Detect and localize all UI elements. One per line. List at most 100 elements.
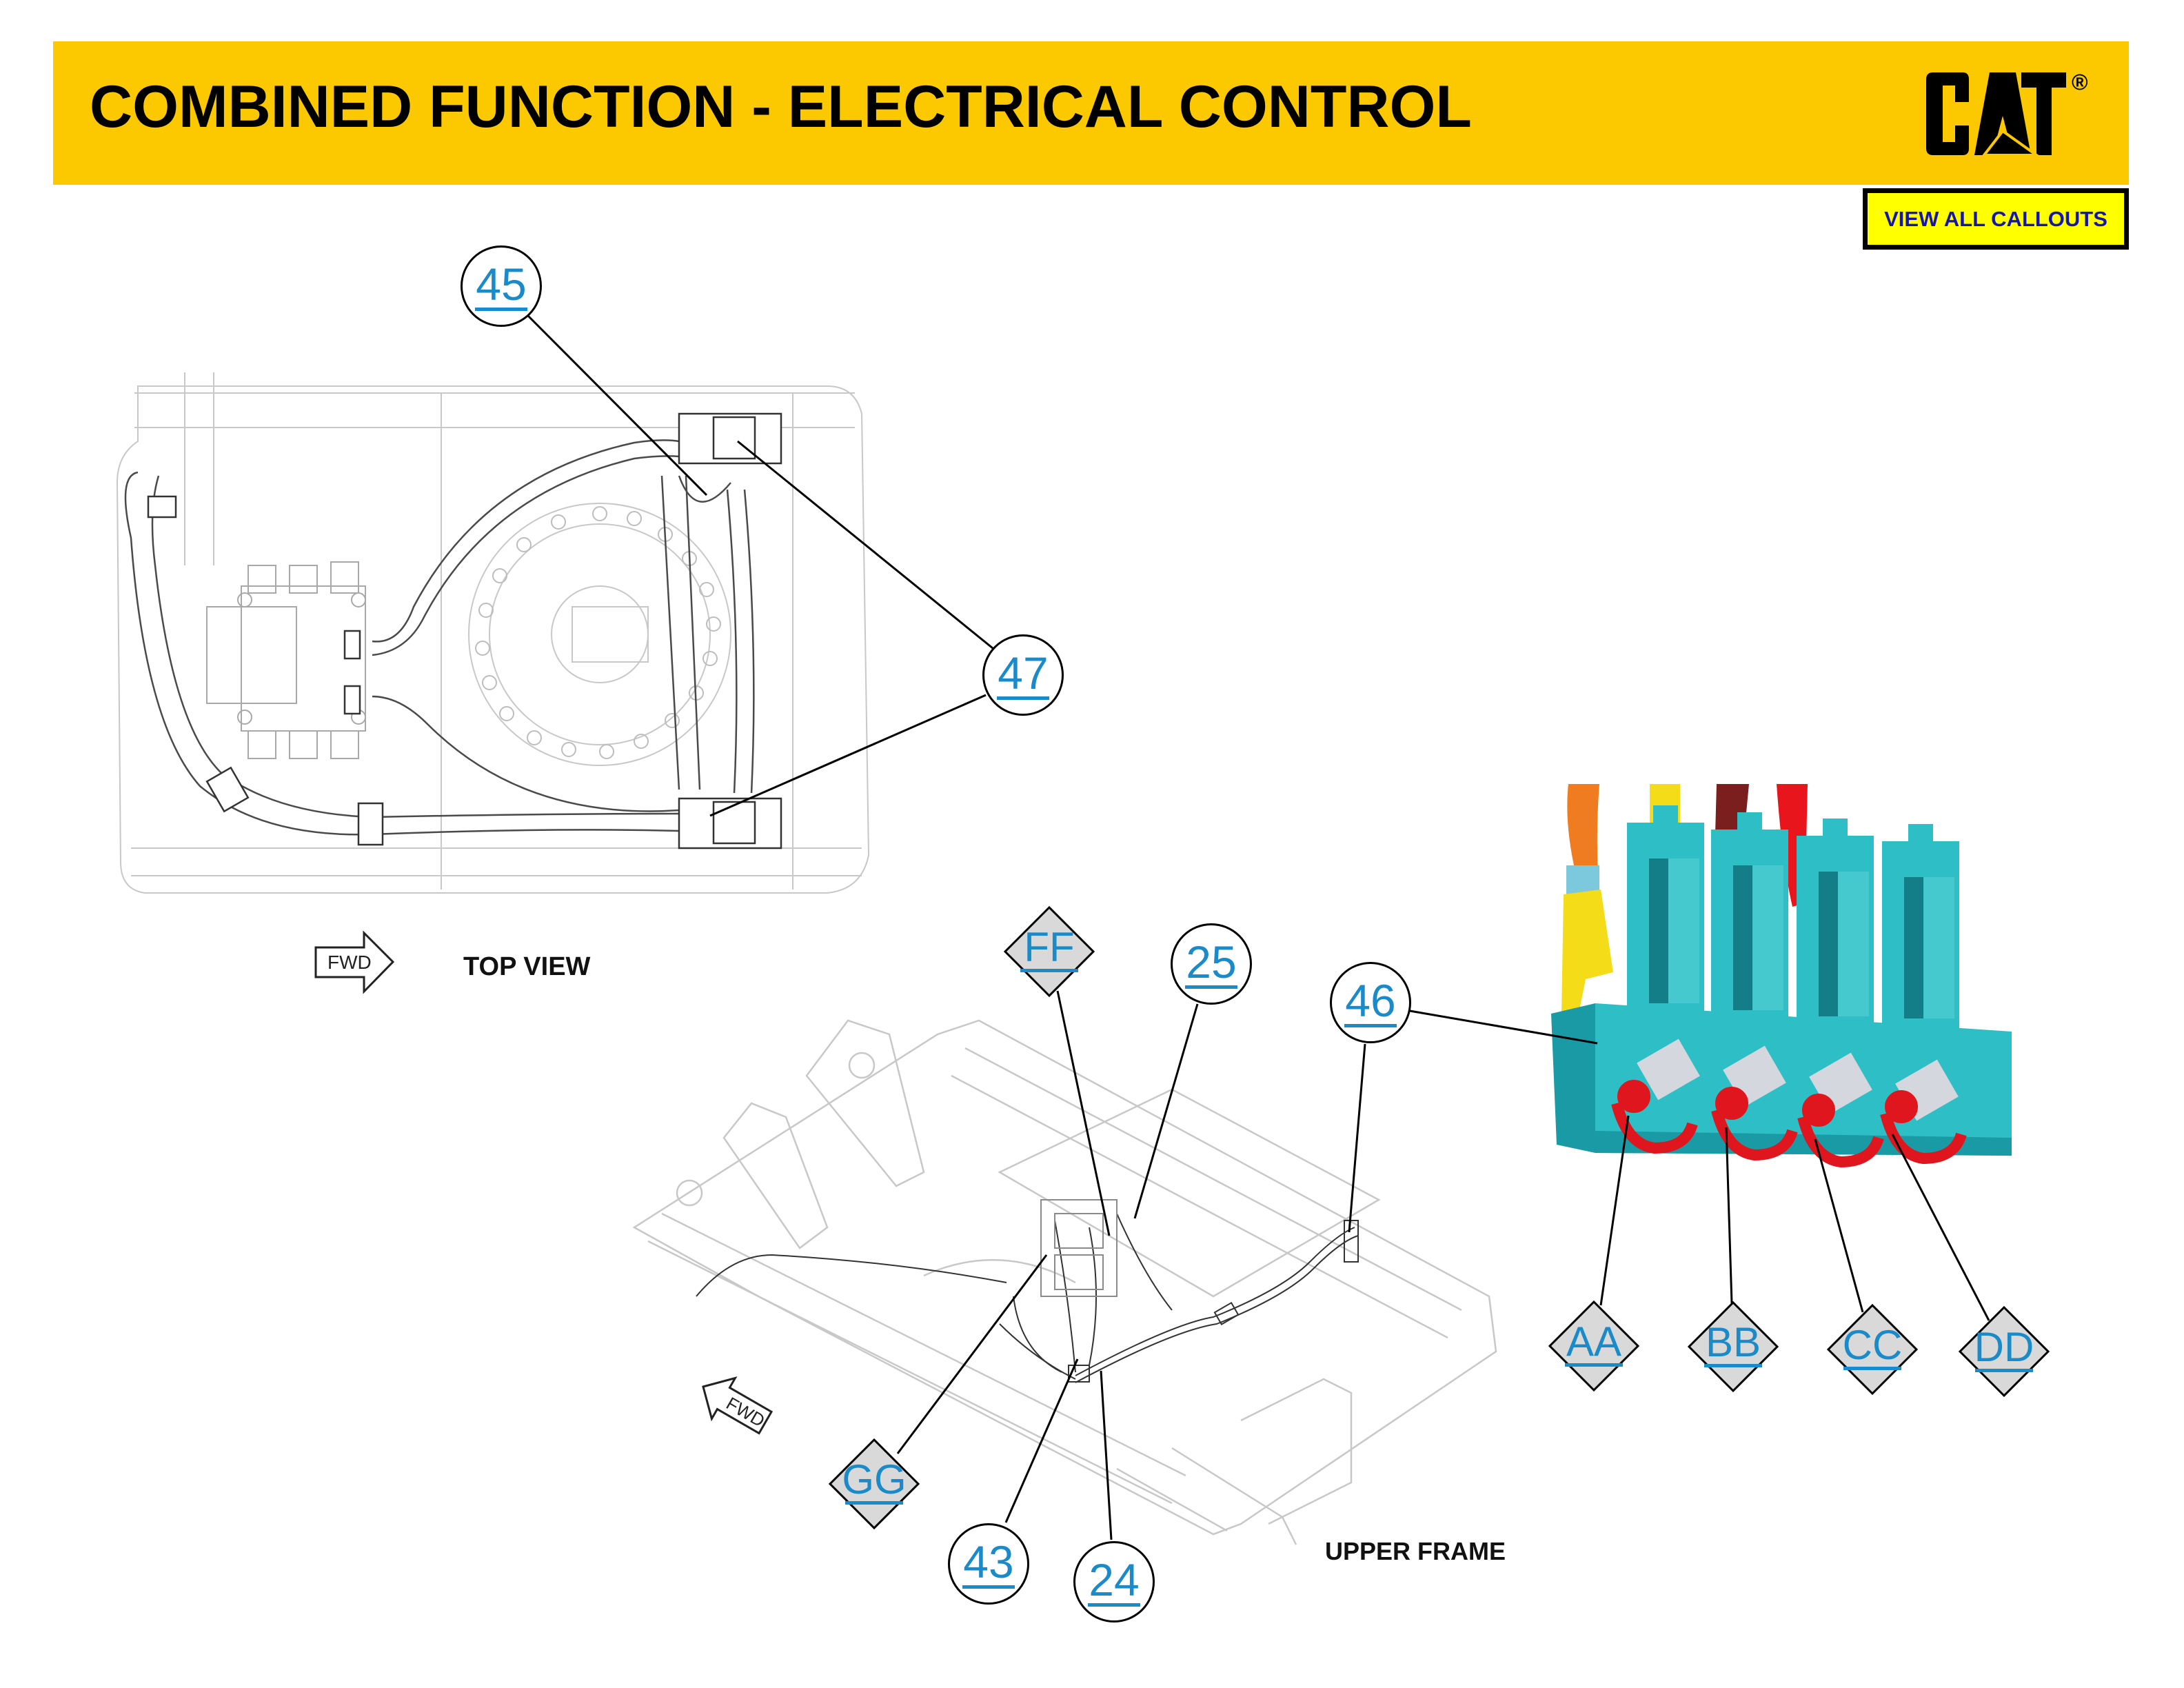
upper-frame-rail-1 xyxy=(647,1212,1186,1505)
leader-25 xyxy=(1133,1003,1199,1219)
top-valve-block xyxy=(712,416,756,460)
hose-clamp-2 xyxy=(205,766,250,813)
control-valve-fitting-1 xyxy=(343,630,361,660)
swing-bearing-bolts xyxy=(475,506,721,759)
header-banner: COMBINED FUNCTION - ELECTRICAL CONTROL ® xyxy=(53,41,2129,185)
callout-ff[interactable]: FF xyxy=(1004,906,1095,997)
callout-bb-label[interactable]: BB xyxy=(1688,1322,1779,1367)
hose-small-loop xyxy=(678,475,731,503)
diamond-shape-icon xyxy=(1959,1306,2050,1397)
callout-gg-label[interactable]: GG xyxy=(829,1459,920,1505)
hose-upper-arc xyxy=(372,439,680,643)
cat-logo-triangle xyxy=(1981,129,2041,157)
cat-logo-registered: ® xyxy=(2072,70,2088,94)
cat-logo-t xyxy=(2021,72,2066,155)
callout-24[interactable]: 24 xyxy=(1073,1541,1155,1622)
leader-46-down xyxy=(1348,1043,1366,1233)
diamond-shape-icon xyxy=(1548,1300,1639,1391)
leader-cc xyxy=(1814,1138,1864,1313)
hose-orange xyxy=(1567,784,1599,886)
callout-ff-label[interactable]: FF xyxy=(1004,927,1095,972)
callout-45-label[interactable]: 45 xyxy=(463,261,540,311)
swing-bearing-inner xyxy=(489,523,711,745)
top-view-drawing xyxy=(116,372,870,894)
callout-aa-label[interactable]: AA xyxy=(1548,1321,1639,1367)
dust-cap-3 xyxy=(1797,1094,1884,1168)
leader-lines xyxy=(527,314,1990,1540)
upper-frame-valve-cluster xyxy=(1040,1199,1118,1297)
harness-connector-2 xyxy=(1068,1365,1090,1383)
callout-dd[interactable]: DD xyxy=(1959,1306,2050,1397)
dust-cap-2 xyxy=(1711,1087,1798,1161)
swing-bearing-outer xyxy=(468,503,731,766)
callout-dd-label[interactable]: DD xyxy=(1959,1327,2050,1372)
top-view-label: TOP VIEW xyxy=(463,952,591,981)
callout-cc-label[interactable]: CC xyxy=(1827,1325,1918,1370)
leader-aa xyxy=(1599,1115,1630,1306)
top-view-fwd-arrow: FWD xyxy=(314,930,395,994)
upper-frame-pin-1 xyxy=(676,1179,703,1207)
callout-46[interactable]: 46 xyxy=(1330,962,1411,1043)
cat-logo-a xyxy=(1974,72,2031,155)
top-view-fwd-text: FWD xyxy=(327,952,372,973)
bottom-valve-block xyxy=(712,801,756,845)
callout-25-label[interactable]: 25 xyxy=(1173,939,1250,989)
upper-frame-label: UPPER FRAME xyxy=(1325,1537,1506,1565)
callout-45[interactable]: 45 xyxy=(461,245,542,327)
harness-main-2 xyxy=(1075,1235,1359,1383)
hose-clamp-1 xyxy=(357,802,384,846)
cat-logo-c xyxy=(1926,72,1969,155)
dust-cap-1 xyxy=(1611,1080,1698,1154)
top-view-frame-outline xyxy=(116,385,870,894)
hose-vertical-right xyxy=(726,489,755,794)
harness-branch-2 xyxy=(1116,1213,1173,1311)
leader-ff xyxy=(1056,990,1111,1236)
hose-fitting-yellow xyxy=(1561,890,1613,1014)
harness-left-3 xyxy=(999,1323,1076,1380)
upper-frame-swing-cutout xyxy=(923,1259,1076,1284)
leader-24 xyxy=(1100,1370,1113,1540)
hose-elbow-fitting xyxy=(147,495,177,519)
dust-cap-4 xyxy=(1880,1090,1967,1165)
diamond-shape-icon xyxy=(1827,1304,1918,1395)
upper-frame-harness xyxy=(696,1213,1359,1383)
control-valve xyxy=(206,561,366,759)
callout-cc[interactable]: CC xyxy=(1827,1304,1918,1395)
upper-frame-tail xyxy=(1116,1447,1297,1545)
upper-frame-outline xyxy=(632,1019,1497,1536)
callout-bb[interactable]: BB xyxy=(1688,1301,1779,1392)
solenoid-3 xyxy=(1797,818,1874,1032)
upper-frame-drawing xyxy=(632,1019,1497,1545)
leader-46-valve xyxy=(1409,1009,1598,1045)
harness-main xyxy=(1075,1227,1355,1376)
harness-left-2 xyxy=(1013,1296,1062,1373)
port-fitting-1 xyxy=(1637,1038,1700,1101)
leader-47-lower xyxy=(709,694,987,817)
callout-24-label[interactable]: 24 xyxy=(1075,1557,1153,1607)
callout-47-label[interactable]: 47 xyxy=(984,650,1062,700)
harness-connector-block xyxy=(1344,1220,1359,1263)
upper-frame-pin-2 xyxy=(848,1052,876,1079)
leader-45 xyxy=(527,314,708,496)
callout-25[interactable]: 25 xyxy=(1171,923,1252,1005)
callout-47[interactable]: 47 xyxy=(982,634,1064,716)
top-view-frame-rail xyxy=(131,392,862,876)
upper-frame-boom-mount-left xyxy=(722,1102,829,1249)
hose-fitting-blue xyxy=(1566,865,1599,894)
swing-bearing-hub xyxy=(551,585,649,683)
hose-vertical-left xyxy=(660,475,701,790)
callout-46-label[interactable]: 46 xyxy=(1332,978,1409,1027)
upper-frame-deck xyxy=(998,1088,1381,1298)
callout-43[interactable]: 43 xyxy=(948,1523,1029,1605)
harness-connector-1 xyxy=(1213,1301,1240,1326)
leader-gg xyxy=(896,1254,1048,1454)
view-all-callouts-button[interactable]: VIEW ALL CALLOUTS xyxy=(1863,188,2129,250)
upper-frame-counterweight-mount xyxy=(1240,1378,1353,1525)
leader-dd xyxy=(1891,1134,1990,1321)
callout-aa[interactable]: AA xyxy=(1548,1300,1639,1391)
swing-motor-plate xyxy=(572,606,649,663)
callout-gg[interactable]: GG xyxy=(829,1438,920,1529)
callout-43-label[interactable]: 43 xyxy=(950,1539,1027,1589)
leader-bb xyxy=(1725,1127,1733,1304)
